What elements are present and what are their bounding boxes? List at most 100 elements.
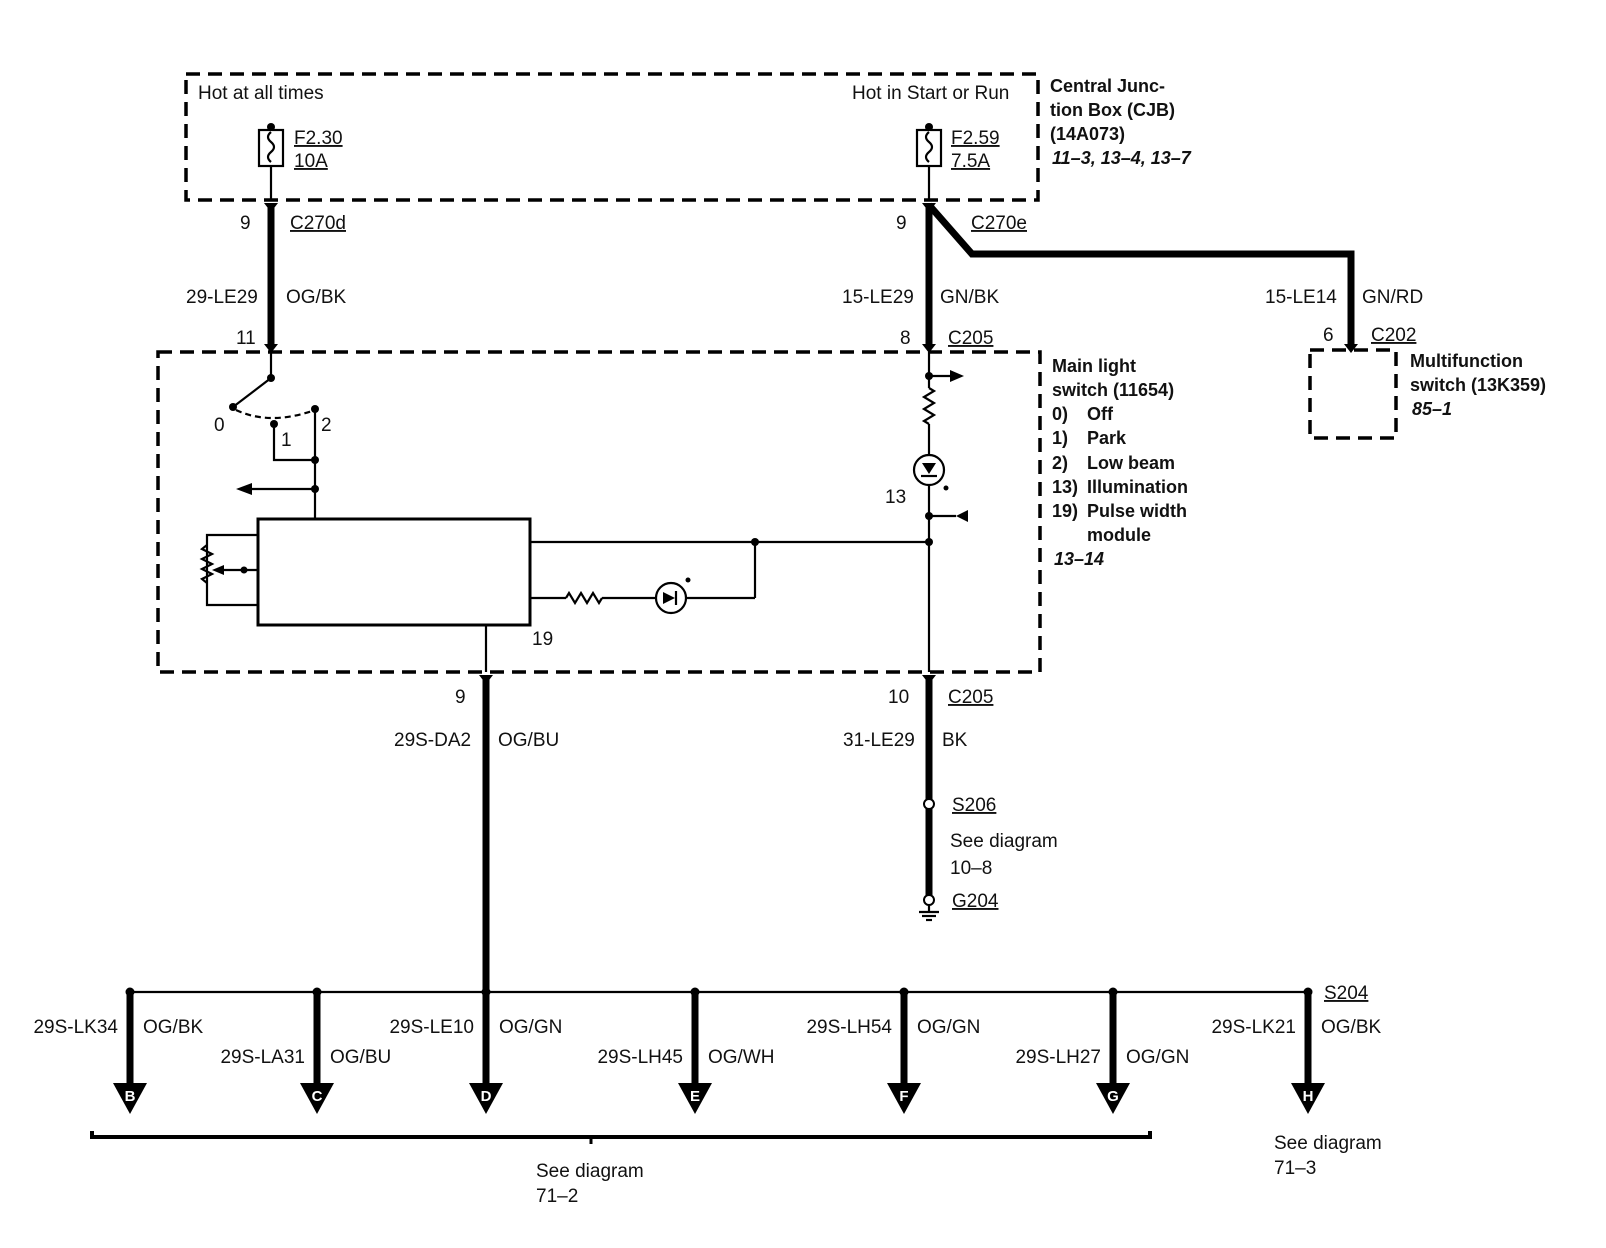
- splice-s206-label: S206: [952, 795, 996, 816]
- branch-letter: C: [312, 1088, 323, 1105]
- c270e-label: C270e: [971, 213, 1027, 234]
- c205-top-right-connector-icon: [922, 344, 936, 353]
- pos1-num: 1): [1052, 428, 1068, 448]
- fuse-left-icon: [257, 128, 285, 168]
- branch-color: OG/GN: [1126, 1047, 1189, 1068]
- c205-top-label: C205: [948, 328, 993, 349]
- multifunction-ref: 85–1: [1412, 399, 1452, 419]
- c202-pin: 6: [1323, 325, 1334, 346]
- branch-arrow-icon: [887, 1083, 921, 1114]
- splice-s204-label: S204: [1324, 983, 1369, 1004]
- ground-g204-label: G204: [952, 891, 999, 912]
- pos13-num: 13): [1052, 477, 1078, 497]
- rheostat-icon: [199, 544, 215, 584]
- wire-15-le14: [926, 202, 1355, 346]
- switch-blade: [232, 377, 272, 408]
- resistor-icon: [565, 590, 603, 606]
- branch-letter: E: [690, 1088, 700, 1105]
- wire-29s-da2-circuit: 29S-DA2: [394, 730, 471, 751]
- ground-see-1: See diagram: [950, 831, 1058, 852]
- dimmer-module-block: [256, 517, 532, 627]
- see-left-2: 71–2: [536, 1186, 578, 1207]
- fuse-left-id: F2.30: [294, 128, 343, 149]
- c202-label: C202: [1371, 325, 1416, 346]
- branch-letter: G: [1107, 1088, 1119, 1105]
- pos19-num: 19): [1052, 501, 1078, 521]
- cjb-title-2: tion Box (CJB): [1050, 100, 1175, 120]
- cjb-title-1: Central Junc-: [1050, 76, 1165, 96]
- branch-arrow-icon: [469, 1083, 503, 1114]
- pin-19-label: 19: [532, 629, 553, 650]
- contact-0-node: [229, 403, 237, 411]
- c205-bottom-pin-right: 10: [888, 687, 909, 708]
- fuse-left-rating: 10A: [294, 151, 328, 172]
- wire-29-le29-color: OG/BK: [286, 287, 347, 308]
- wire-15-le14-circuit: 15-LE14: [1265, 287, 1337, 308]
- branch-color: OG/WH: [708, 1047, 775, 1068]
- multifunction-switch-box: [1308, 348, 1398, 440]
- pos2-label: Low beam: [1087, 453, 1175, 473]
- fuse-right-rating: 7.5A: [951, 151, 990, 172]
- branch-letter: H: [1303, 1088, 1314, 1105]
- ground-see-2: 10–8: [950, 858, 992, 879]
- cjb-box: [184, 72, 1040, 202]
- branch-arrow-icon: [113, 1083, 147, 1114]
- multifunction-title-2: switch (13K359): [1410, 375, 1546, 395]
- contact-0-label: 0: [214, 415, 225, 436]
- multifunction-title-1: Multifunction: [1410, 351, 1523, 371]
- branch-arrow-icon: [1291, 1083, 1325, 1114]
- wire-15-le29-color: GN/BK: [940, 287, 999, 308]
- see-right-1: See diagram: [1274, 1133, 1382, 1154]
- c205-top-pin-right: 8: [900, 328, 911, 349]
- cjb-hot-at-all-times: Hot at all times: [198, 83, 324, 104]
- switch-travel-arc: [235, 408, 316, 420]
- branch-letter: B: [125, 1088, 136, 1105]
- branch-circuit: 29S-LE10: [389, 1017, 474, 1038]
- arrow-in-icon: [956, 510, 968, 522]
- fuse-right-id: F2.59: [951, 128, 1000, 149]
- see-diagram-brace: [90, 1131, 1152, 1139]
- branch-color: OG/BK: [143, 1017, 204, 1038]
- branch-arrow-icon: [678, 1083, 712, 1114]
- c205-bottom-pin-left: 9: [455, 687, 466, 708]
- c205-top-left-connector-icon: [264, 344, 278, 353]
- rheostat-loop: [205, 533, 258, 607]
- arrow-left-icon: [236, 483, 252, 495]
- branch-circuit: 29S-LK34: [33, 1017, 118, 1038]
- pin-13-label: 13: [885, 487, 906, 508]
- pos0-num: 0): [1052, 404, 1068, 424]
- pos0-label: Off: [1087, 404, 1114, 424]
- wire-31-le29-color: BK: [942, 730, 968, 751]
- main-switch-ref: 13–14: [1054, 549, 1104, 569]
- pos19-label-1: Pulse width: [1087, 501, 1187, 521]
- cjb-refs: 11–3, 13–4, 13–7: [1052, 148, 1192, 168]
- main-switch-title-1: Main light: [1052, 356, 1136, 376]
- splice-s206-icon: [923, 798, 935, 810]
- pos13-label: Illumination: [1087, 477, 1188, 497]
- fuse-left-element: [266, 131, 276, 163]
- see-right-2: 71–3: [1274, 1158, 1316, 1179]
- c270d-pin: 9: [240, 213, 251, 234]
- branch-circuit: 29S-LH27: [1015, 1047, 1101, 1068]
- contact-2-label: 2: [321, 415, 332, 436]
- illumination-resistor-icon: [921, 387, 937, 425]
- wire-31-le29-circuit: 31-LE29: [843, 730, 915, 751]
- c270d-label: C270d: [290, 213, 346, 234]
- branch-color: OG/GN: [499, 1017, 562, 1038]
- branch-circuit: 29S-LH45: [597, 1047, 683, 1068]
- pos1-label: Park: [1087, 428, 1127, 448]
- branch-arrow-icon: [300, 1083, 334, 1114]
- arrow-right-icon: [950, 370, 964, 382]
- c270e-pin: 9: [896, 213, 907, 234]
- main-light-switch-box: [156, 350, 1042, 674]
- fuse-right-element: [924, 131, 934, 163]
- pos19-label-2: module: [1087, 525, 1151, 545]
- branch-circuit: 29S-LK21: [1211, 1017, 1296, 1038]
- branch-letter: D: [481, 1088, 492, 1105]
- fuse-right-icon: [915, 128, 943, 168]
- wire-15-le29-circuit: 15-LE29: [842, 287, 914, 308]
- cjb-title-3: (14A073): [1050, 124, 1125, 144]
- pos2-num: 2): [1052, 453, 1068, 473]
